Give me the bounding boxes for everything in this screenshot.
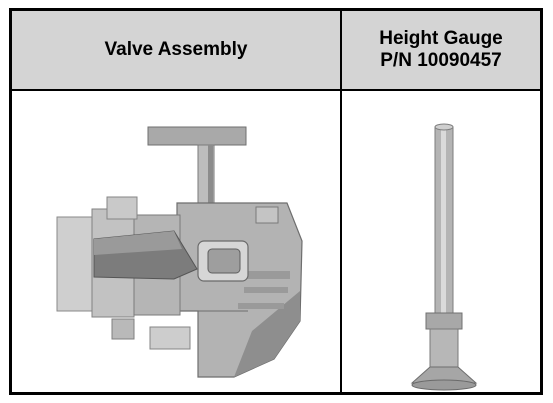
header-cell-valve-assembly: Valve Assembly <box>12 11 340 89</box>
header-height-gauge-part-number: P/N 10090457 <box>380 50 502 71</box>
valve-assembly-cell <box>12 91 340 392</box>
header-height-gauge-label: Height Gauge <box>379 28 503 49</box>
header-cell-height-gauge: Height Gauge P/N 10090457 <box>342 11 540 89</box>
valve-assembly-image <box>56 126 303 378</box>
parts-table: Valve Assembly Height Gauge P/N 10090457 <box>9 8 543 395</box>
table-header-row: Valve Assembly Height Gauge P/N 10090457 <box>12 11 540 91</box>
column-divider <box>340 11 342 392</box>
height-gauge-image <box>410 123 478 391</box>
header-valve-assembly-label: Valve Assembly <box>104 39 248 60</box>
height-gauge-cell <box>342 91 540 392</box>
